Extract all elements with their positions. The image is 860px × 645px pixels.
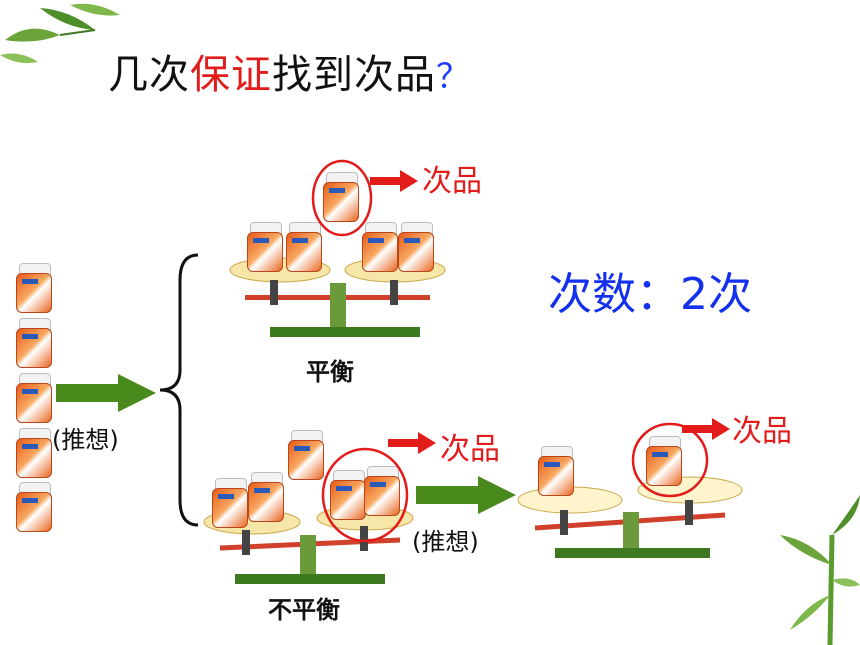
right-arrow-icon [370,170,418,192]
jar-icon [16,263,52,313]
right-arrow-icon [416,476,516,514]
title-part-2: 保证 [190,52,272,98]
defect-label-top: 次品 [422,164,482,199]
defect-label-right: 次品 [732,414,792,449]
right-arrow-icon [56,374,156,412]
page-title: 几次保证找到次品？ [108,42,471,100]
jar-icon [212,478,248,528]
jar-icon [16,482,52,532]
highlight-circle [321,447,409,543]
unbalanced-label: 不平衡 [268,596,340,624]
balanced-label: 平衡 [306,358,354,386]
jar-icon [248,472,284,522]
jar-icon [538,446,574,496]
title-part-4: ？ [436,57,471,97]
jar-icon [286,222,322,272]
brace-icon [159,253,199,527]
highlight-circle [311,159,373,237]
right-arrow-icon [682,418,730,440]
title-part-3: 找到次品 [272,52,436,98]
jar-icon [16,373,52,423]
jar-icon [16,318,52,368]
jar-icon [646,436,682,486]
guess-label-mid: (推想) [412,528,479,556]
right-arrow-icon [388,432,436,454]
bamboo-leaf-icon [0,3,120,64]
guess-label-left: (推想) [52,426,119,454]
title-part-1: 几次 [108,52,190,98]
jar-icon [247,222,283,272]
jar-icon [288,430,324,480]
result-count: 次数：2次 [548,269,752,320]
jar-icon [398,222,434,272]
bamboo-leaf-icon [780,495,860,645]
jar-icon [323,172,359,222]
jar-icon [16,428,52,478]
defect-label-mid: 次品 [440,432,500,467]
jar-icon [364,466,400,516]
highlight-circle [631,422,709,498]
jar-icon [362,222,398,272]
